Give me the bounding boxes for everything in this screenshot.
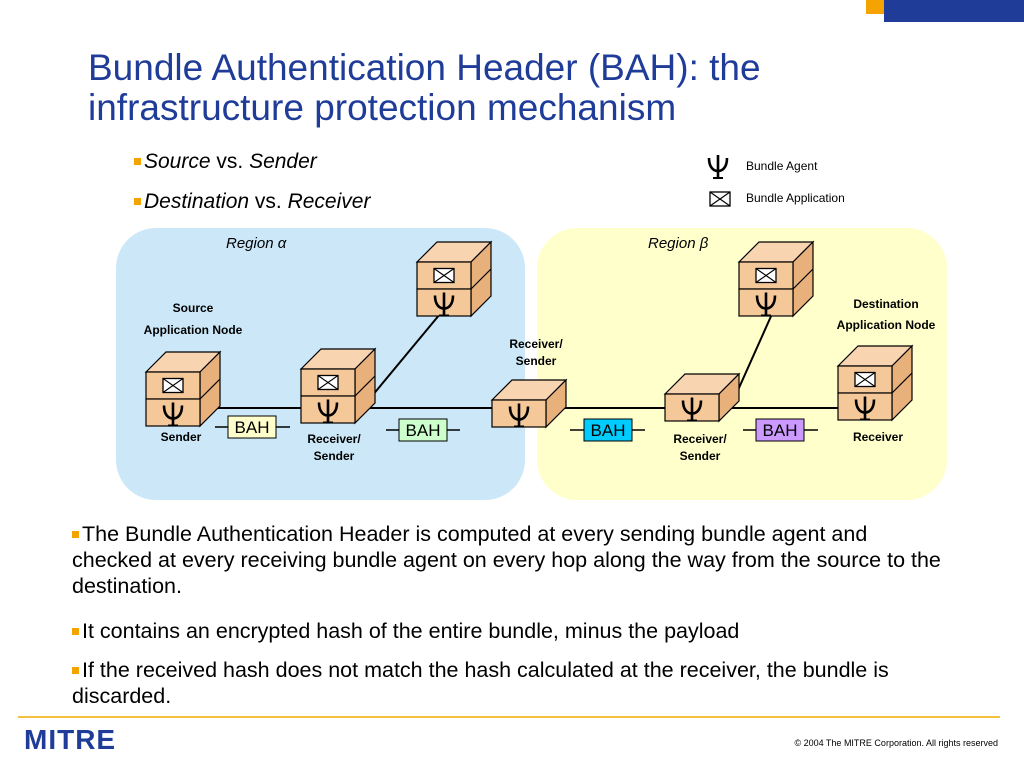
region-beta [537, 228, 947, 500]
bah-tag-4 [755, 418, 805, 442]
node-boxes [144, 240, 914, 429]
mitre-logo: MITRE [24, 724, 117, 755]
box-front-face [837, 365, 893, 394]
envelope-app-icon [162, 377, 184, 394]
receiver-label: Receiver [853, 430, 903, 444]
title-line-2: infrastructure protection mechanism [88, 87, 677, 128]
bottom-bullet-1: The Bundle Authentication Header is comp… [72, 521, 952, 599]
mid-receiver-sender-node [490, 378, 568, 429]
region-alpha-word: Region [226, 235, 274, 252]
source-label-1: Source [173, 301, 214, 315]
upper-node-beta [737, 240, 815, 318]
footer-rule [18, 716, 1000, 718]
bah-tag-1-text: BAH [235, 418, 270, 437]
bullet-square [134, 158, 141, 165]
sender-node [144, 350, 222, 428]
bah-tag-3 [583, 418, 633, 442]
sender-label: Sender [161, 430, 202, 444]
bottom-bullet-1-text: The Bundle Authentication Header is comp… [72, 522, 941, 598]
bottom-bullet-3: If the received hash does not match the … [72, 657, 952, 709]
region-beta-word: Region [648, 235, 696, 252]
dest-label-1: Destination [853, 297, 918, 311]
copyright-text: © 2004 The MITRE Corporation. All rights… [794, 738, 998, 748]
box-side-divider [354, 375, 376, 397]
receiver-node [836, 344, 914, 422]
corner-accent-orange [866, 0, 884, 14]
receiver-sender-label-1: Receiver/ [307, 432, 361, 446]
slide-title: Bundle Authentication Header (BAH): the … [88, 48, 868, 128]
bottom-bullet-2: It contains an encrypted hash of the ent… [72, 618, 952, 644]
bah-tags: BAH BAH BAH BAH [215, 415, 818, 442]
bottom-bullet-3-text: If the received hash does not match the … [72, 658, 889, 708]
bah-tag-1 [227, 415, 277, 439]
bullet-term-a: Destination [144, 190, 250, 213]
bullet-vs: vs. [249, 190, 288, 213]
region-beta-symbol: β [699, 235, 709, 252]
legend-app-label: Bundle Application [746, 191, 845, 205]
psi-agent-icon [707, 153, 729, 180]
bullet-vs: vs. [210, 150, 250, 173]
top-bullet-1: Source vs. Sender [134, 150, 317, 174]
mid-receiver-sender-label-2: Sender [516, 354, 557, 368]
bah-tag-2 [398, 418, 448, 442]
bah-tag-3-text: BAH [591, 421, 626, 440]
envelope-app-icon [709, 191, 731, 207]
receiver-sender-node-beta [663, 372, 741, 423]
dest-label-2: Application Node [837, 318, 936, 332]
box-side-divider [199, 378, 221, 400]
box-side-divider [470, 268, 492, 290]
bullet-square [72, 628, 79, 635]
corner-accent-blue [884, 0, 1024, 22]
region-alpha-label: Region α [226, 235, 287, 252]
mid-receiver-sender-label-1: Receiver/ [509, 337, 563, 351]
region-alpha-symbol: α [278, 235, 287, 252]
bullet-term-b: Sender [249, 150, 317, 173]
bah-tag-4-text: BAH [763, 421, 798, 440]
bottom-bullet-2-text: It contains an encrypted hash of the ent… [82, 619, 740, 643]
title-line-1: Bundle Authentication Header (BAH): the [88, 47, 761, 88]
source-label-2: Application Node [144, 323, 243, 337]
receiver-sender-node-alpha [299, 347, 377, 425]
bullet-square [134, 198, 141, 205]
envelope-app-icon [755, 267, 777, 284]
receiver-sender-label-2: Sender [314, 449, 355, 463]
right-receiver-sender-label-2: Sender [680, 449, 721, 463]
node-labels: Source Application Node Destination Appl… [144, 297, 936, 463]
bullet-square [72, 531, 79, 538]
region-beta-label: Region β [648, 235, 709, 252]
bullet-term-b: Receiver [287, 190, 371, 213]
bullet-term-a: Source [144, 150, 211, 173]
box-side-divider [792, 268, 814, 290]
envelope-app-icon [433, 267, 455, 284]
box-side-divider [891, 372, 913, 394]
legend: Bundle Agent Bundle Application [707, 153, 845, 207]
legend-agent-label: Bundle Agent [746, 159, 818, 173]
top-bullet-2: Destination vs. Receiver [134, 190, 370, 214]
right-receiver-sender-label-1: Receiver/ [673, 432, 727, 446]
bah-tag-2-text: BAH [406, 421, 441, 440]
envelope-app-icon [854, 371, 876, 388]
envelope-app-icon [317, 374, 339, 391]
upper-node-alpha [415, 240, 493, 318]
bullet-square [72, 667, 79, 674]
